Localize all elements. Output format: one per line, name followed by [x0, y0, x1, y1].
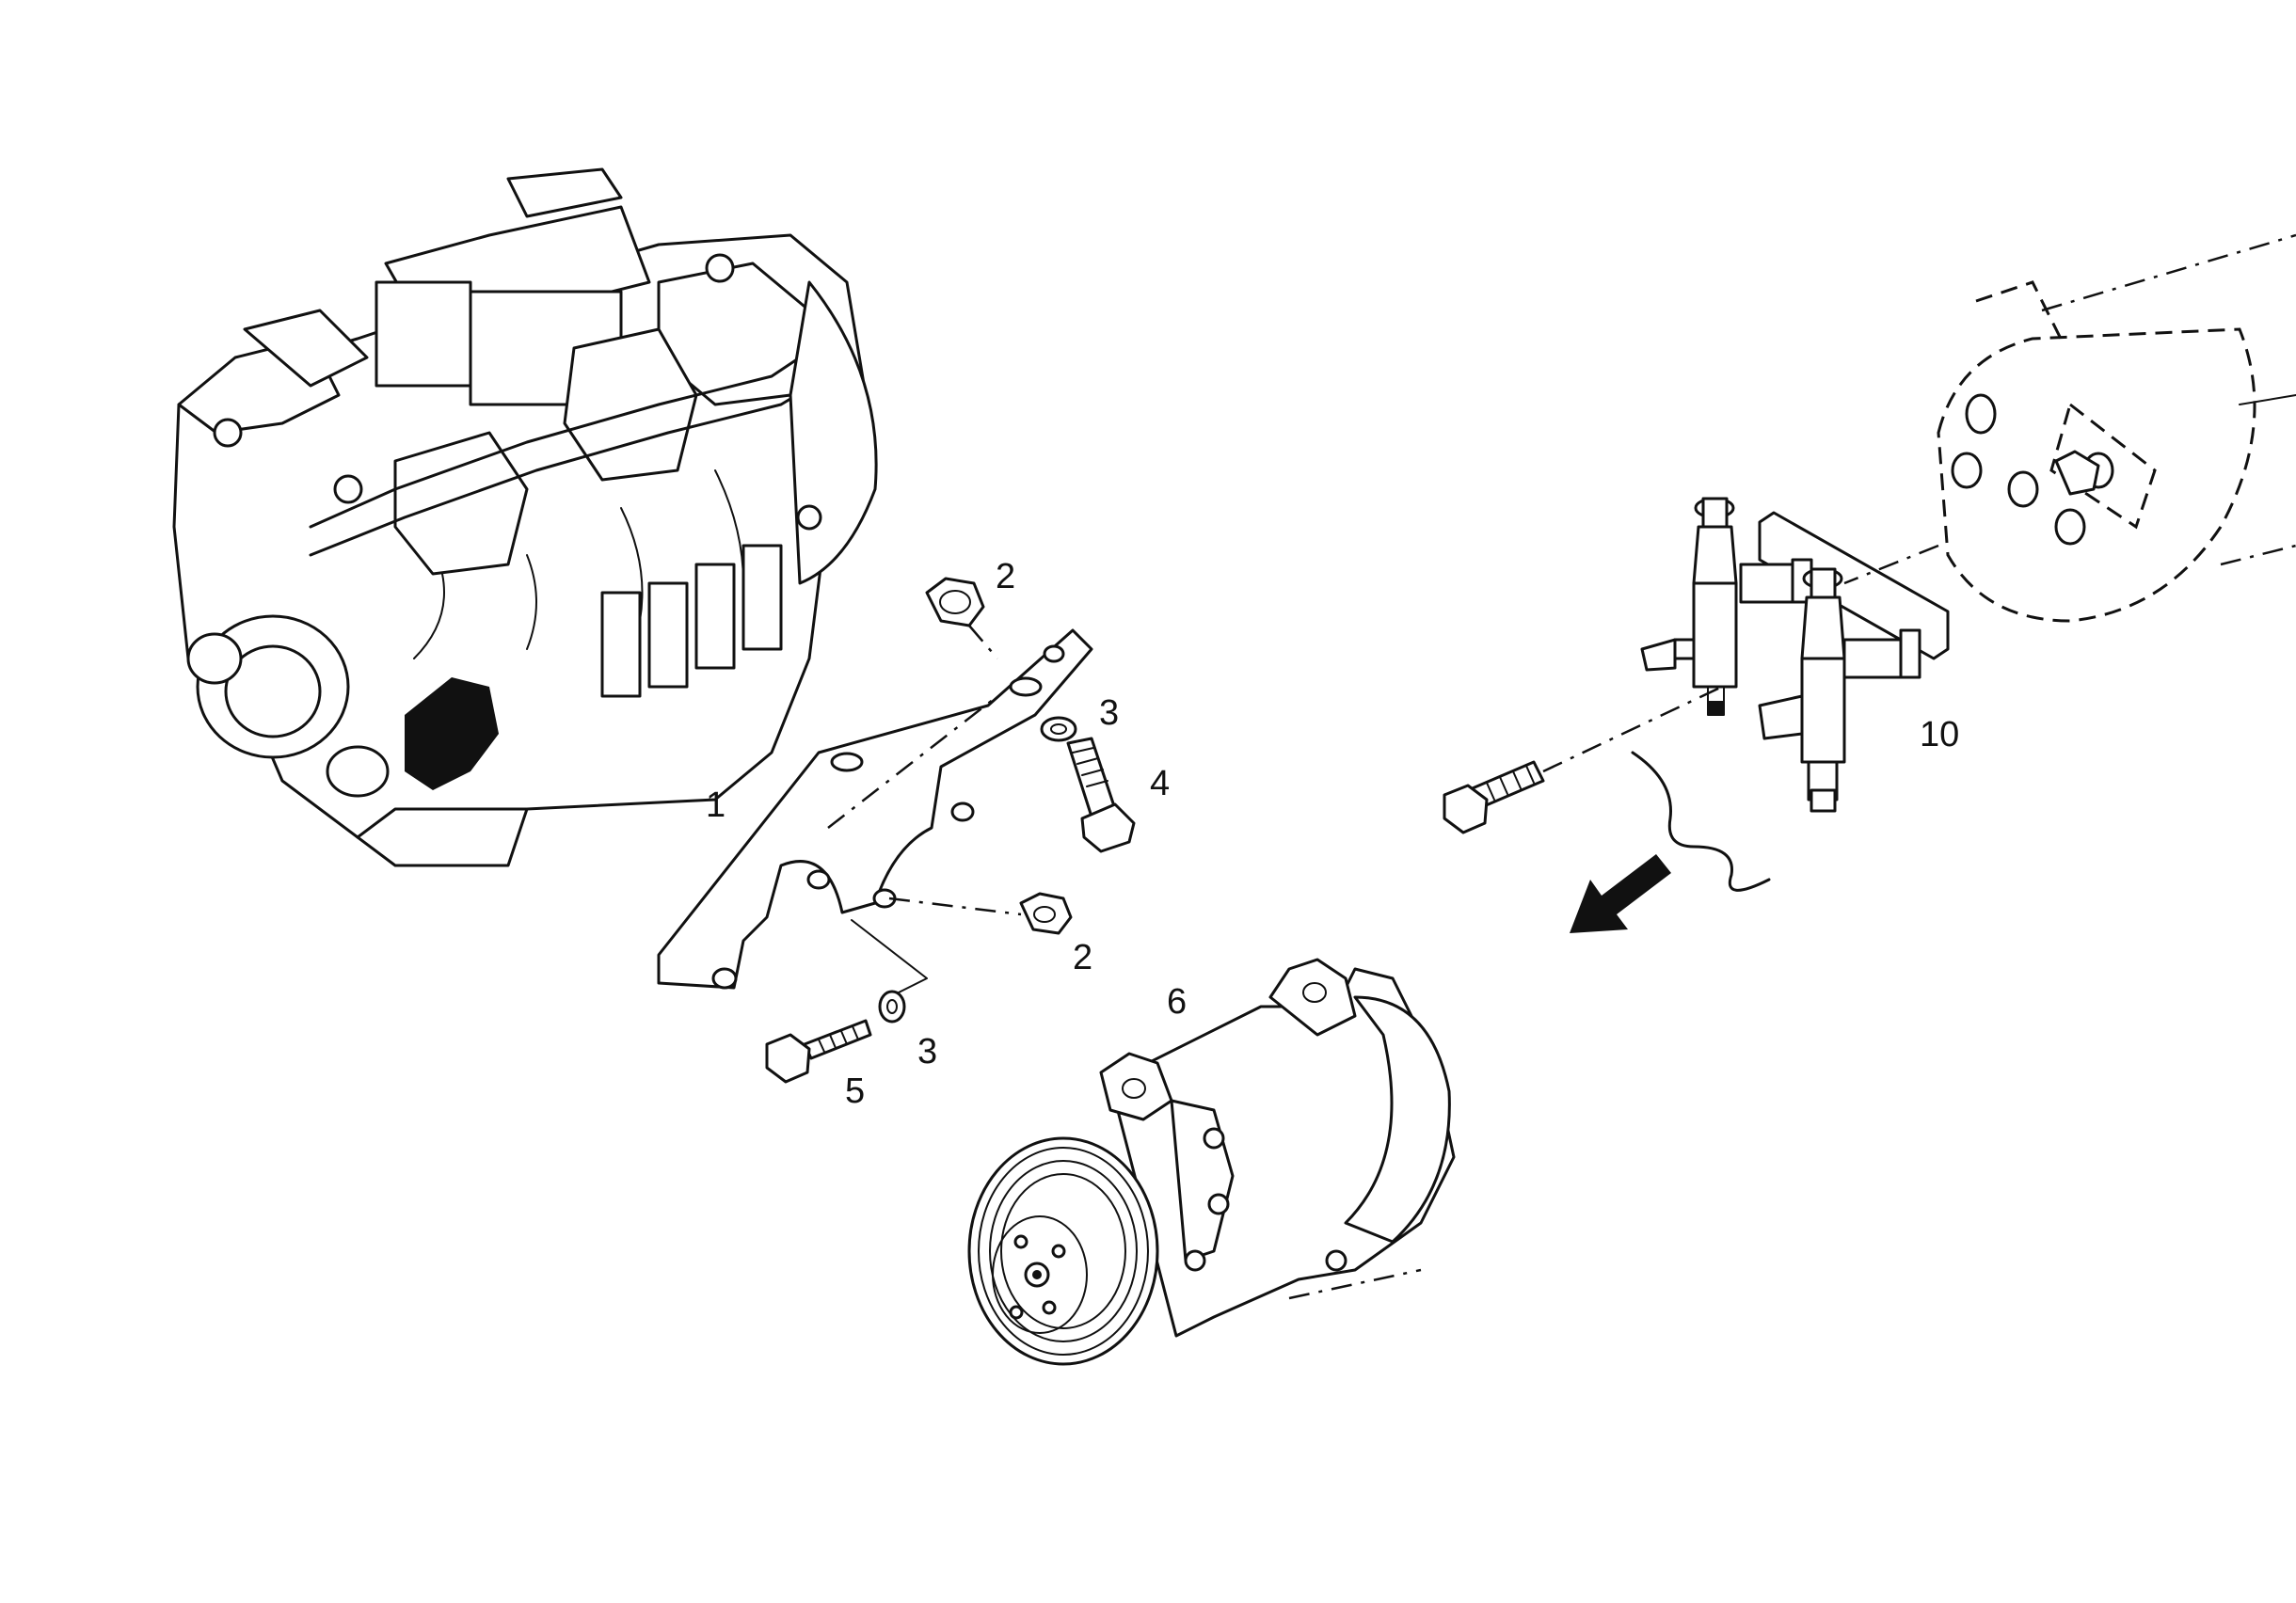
- callout-2-top: 2: [996, 557, 1015, 596]
- nut-top: [925, 577, 998, 659]
- callout-10: 10: [1920, 715, 1959, 754]
- break-line: [1631, 751, 1771, 892]
- callout-3-lower: 3: [917, 1032, 937, 1071]
- nut-lower: [888, 892, 1073, 935]
- engine-illustration: [172, 167, 878, 867]
- callout-3-top: 3: [1099, 693, 1119, 733]
- bolt-lower: [765, 1019, 872, 1084]
- bolt-top: [1066, 737, 1136, 853]
- mounting-bracket: [657, 628, 1093, 990]
- valve-block: [1640, 497, 1950, 813]
- flywheel-housing-phantom: [1843, 233, 2296, 623]
- washer-lower: [851, 919, 928, 1024]
- callout-4: 4: [1150, 764, 1170, 803]
- direction-arrow: [1570, 854, 1671, 933]
- callout-2-lower: 2: [1073, 938, 1092, 977]
- callout-6: 6: [1167, 982, 1187, 1022]
- callout-5: 5: [845, 1071, 865, 1111]
- ac-compressor: [967, 958, 1456, 1366]
- washer-top: [1040, 716, 1077, 742]
- callout-1: 1: [706, 786, 725, 825]
- valve-bolt: [1443, 685, 1723, 834]
- callout-labels: 1 2 3 4 2 3 5 6 10: [706, 557, 1959, 1111]
